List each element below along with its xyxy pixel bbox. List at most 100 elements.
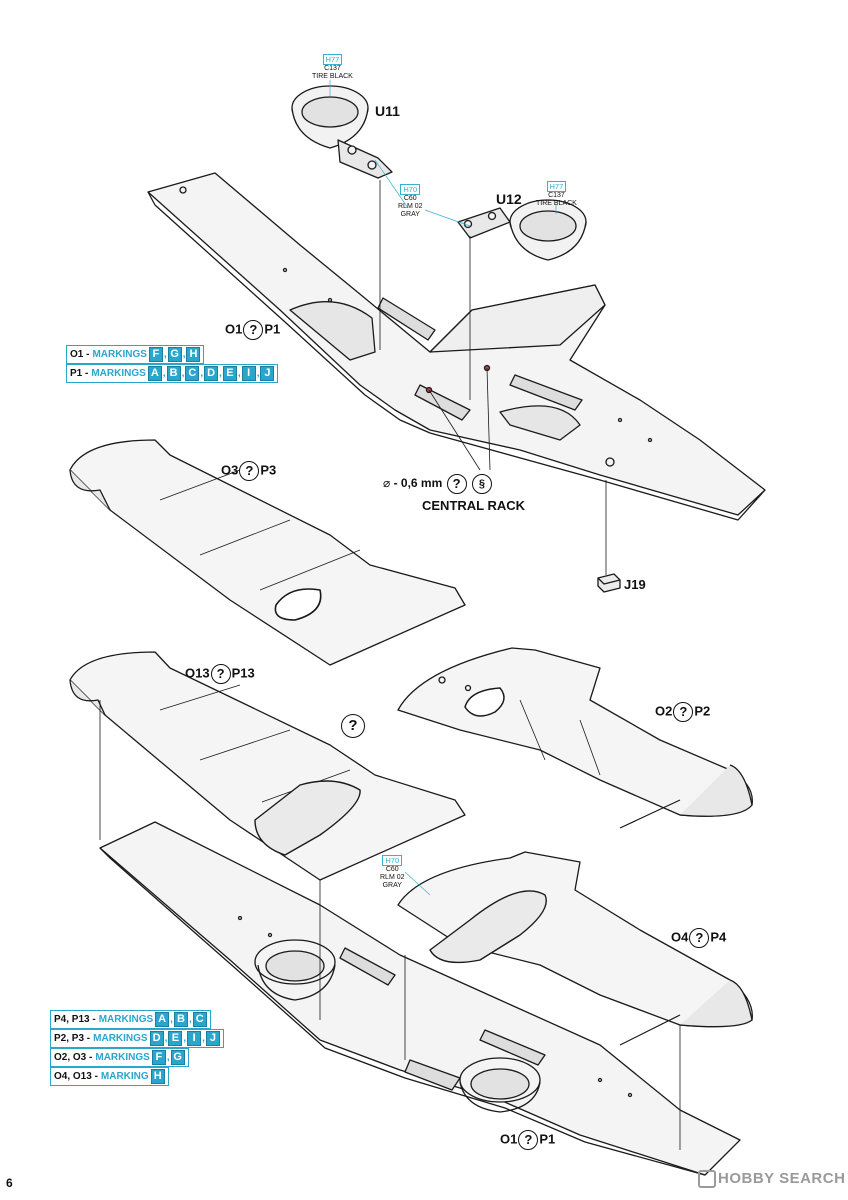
markings-word: MARKINGS	[95, 1052, 150, 1063]
markings-parts: O1 -	[70, 349, 90, 360]
marking-letter-badge: F	[151, 1050, 166, 1065]
markings-word: MARKINGS	[98, 1014, 154, 1025]
part-label-u12: U12	[496, 191, 522, 207]
u12-wheel-well-part	[457, 199, 587, 261]
markings-parts: P4, P13 -	[54, 1014, 96, 1025]
paint-leaders-top	[329, 80, 557, 227]
markings-parts: O4, O13 -	[54, 1071, 98, 1082]
question-icon: ?	[446, 474, 467, 494]
marking-letter-badge: G	[167, 347, 182, 362]
paint-code: H77	[322, 54, 343, 65]
marking-letter-badge: C	[185, 366, 200, 381]
part-code-o: O1	[500, 1131, 518, 1147]
marking-letters: F,G,H	[148, 347, 201, 362]
paint-code: H77	[546, 181, 567, 192]
paint-callout-u11: H77 C137 TIRE BLACK	[312, 54, 353, 81]
drill-callout: ⌀ - 0,6 mm ? §	[383, 474, 493, 494]
o3-p3-upper-wing-part	[69, 439, 466, 666]
paint-code: H70	[382, 855, 403, 866]
part-code-p: P2	[694, 703, 711, 719]
part-label-o1-p1-top: O1?P1	[225, 320, 280, 340]
o2-p2-upper-wing-part	[397, 647, 753, 829]
marking-letter-badge: J	[205, 1031, 220, 1046]
lower-wing-top-part	[147, 172, 766, 521]
part-code-p: P3	[260, 462, 277, 478]
part-code-o: O4	[671, 929, 689, 945]
u11-wheel-well-part	[291, 85, 393, 179]
marking-letters: A,B,C	[155, 1012, 207, 1027]
markings-word: MARKINGS	[91, 368, 146, 379]
part-code-o: O13	[185, 665, 210, 681]
paint-name-2: GRAY	[382, 882, 402, 889]
marking-letter-badge: B	[173, 1012, 188, 1027]
lower-wing-bottom-part	[99, 821, 741, 1176]
central-rack-label: CENTRAL RACK	[422, 498, 526, 513]
paint-name: TIRE BLACK	[536, 200, 577, 207]
question-icon: ?	[689, 928, 710, 948]
part-code-p: P4	[710, 929, 727, 945]
marking-letter-badge: A	[155, 1012, 170, 1027]
part-label-o4-p4: O4?P4	[671, 928, 726, 948]
j19-part	[597, 573, 621, 593]
drill-icon: §	[471, 474, 492, 494]
marking-letter-badge: B	[166, 366, 181, 381]
part-code-o: O3	[221, 462, 239, 478]
paint-ref: C137	[324, 65, 341, 72]
question-icon: ?	[673, 702, 694, 722]
paint-code: H70	[400, 184, 421, 195]
part-code-p: P13	[231, 665, 255, 681]
marking-letter-badge: I	[187, 1031, 202, 1046]
part-label-o2-p2: O2?P2	[655, 702, 710, 722]
marking-letters: A,B,C,D,E,I,J	[147, 366, 275, 381]
leader-lines-bottom	[99, 700, 681, 1150]
marking-letter-badge: A	[147, 366, 162, 381]
marking-letter-badge: I	[241, 366, 256, 381]
markings-parts: P2, P3 -	[54, 1033, 91, 1044]
paint-name-2: GRAY	[400, 211, 420, 218]
marking-letter-badge: E	[168, 1031, 183, 1046]
marking-letters: F,G	[151, 1050, 185, 1065]
marking-letter-badge: G	[170, 1050, 185, 1065]
marking-letters: H	[150, 1069, 165, 1084]
part-code-o: O2	[655, 703, 673, 719]
o13-p13-upper-wing-part	[69, 651, 466, 881]
o4-p4-upper-wing-part	[397, 851, 753, 1046]
question-icon: ?	[243, 320, 264, 340]
part-code-o: O1	[225, 321, 243, 337]
question-icon: ?	[239, 461, 260, 481]
question-icon: ?	[518, 1130, 539, 1150]
marking-letter-badge: D	[149, 1031, 164, 1046]
marking-letter-badge: J	[260, 366, 275, 381]
drill-size: - 0,6 mm	[393, 476, 443, 491]
leader-lines-top	[379, 180, 607, 575]
part-code-p: P1	[264, 321, 281, 337]
part-label-o3-p3: O3?P3	[221, 461, 276, 481]
watermark-text: HOBBY SEARCH	[718, 1170, 846, 1187]
paint-ref: C60	[385, 866, 399, 873]
marking-letter-badge: H	[186, 347, 201, 362]
diameter-icon: ⌀	[383, 476, 391, 491]
paint-name: RLM 02	[380, 874, 405, 881]
marking-letter-badge: H	[150, 1069, 165, 1084]
paint-callout-u12: H77 C137 TIRE BLACK	[536, 181, 577, 208]
paint-ref: C60	[403, 195, 417, 202]
marking-letter-badge: C	[192, 1012, 207, 1027]
paint-ref: C137	[548, 192, 565, 199]
paint-callout-rlm02-bottom: H70 C60 RLM 02 GRAY	[380, 855, 405, 890]
marking-letters: D,E,I,J	[149, 1031, 220, 1046]
markings-parts: P1 -	[70, 368, 89, 379]
page-number: 6	[6, 1176, 13, 1190]
marking-letter-badge: E	[222, 366, 237, 381]
question-icon: ?	[210, 664, 231, 684]
part-label-u11: U11	[375, 103, 400, 119]
paint-name: RLM 02	[398, 203, 423, 210]
hobby-search-logo-icon	[698, 1170, 716, 1189]
